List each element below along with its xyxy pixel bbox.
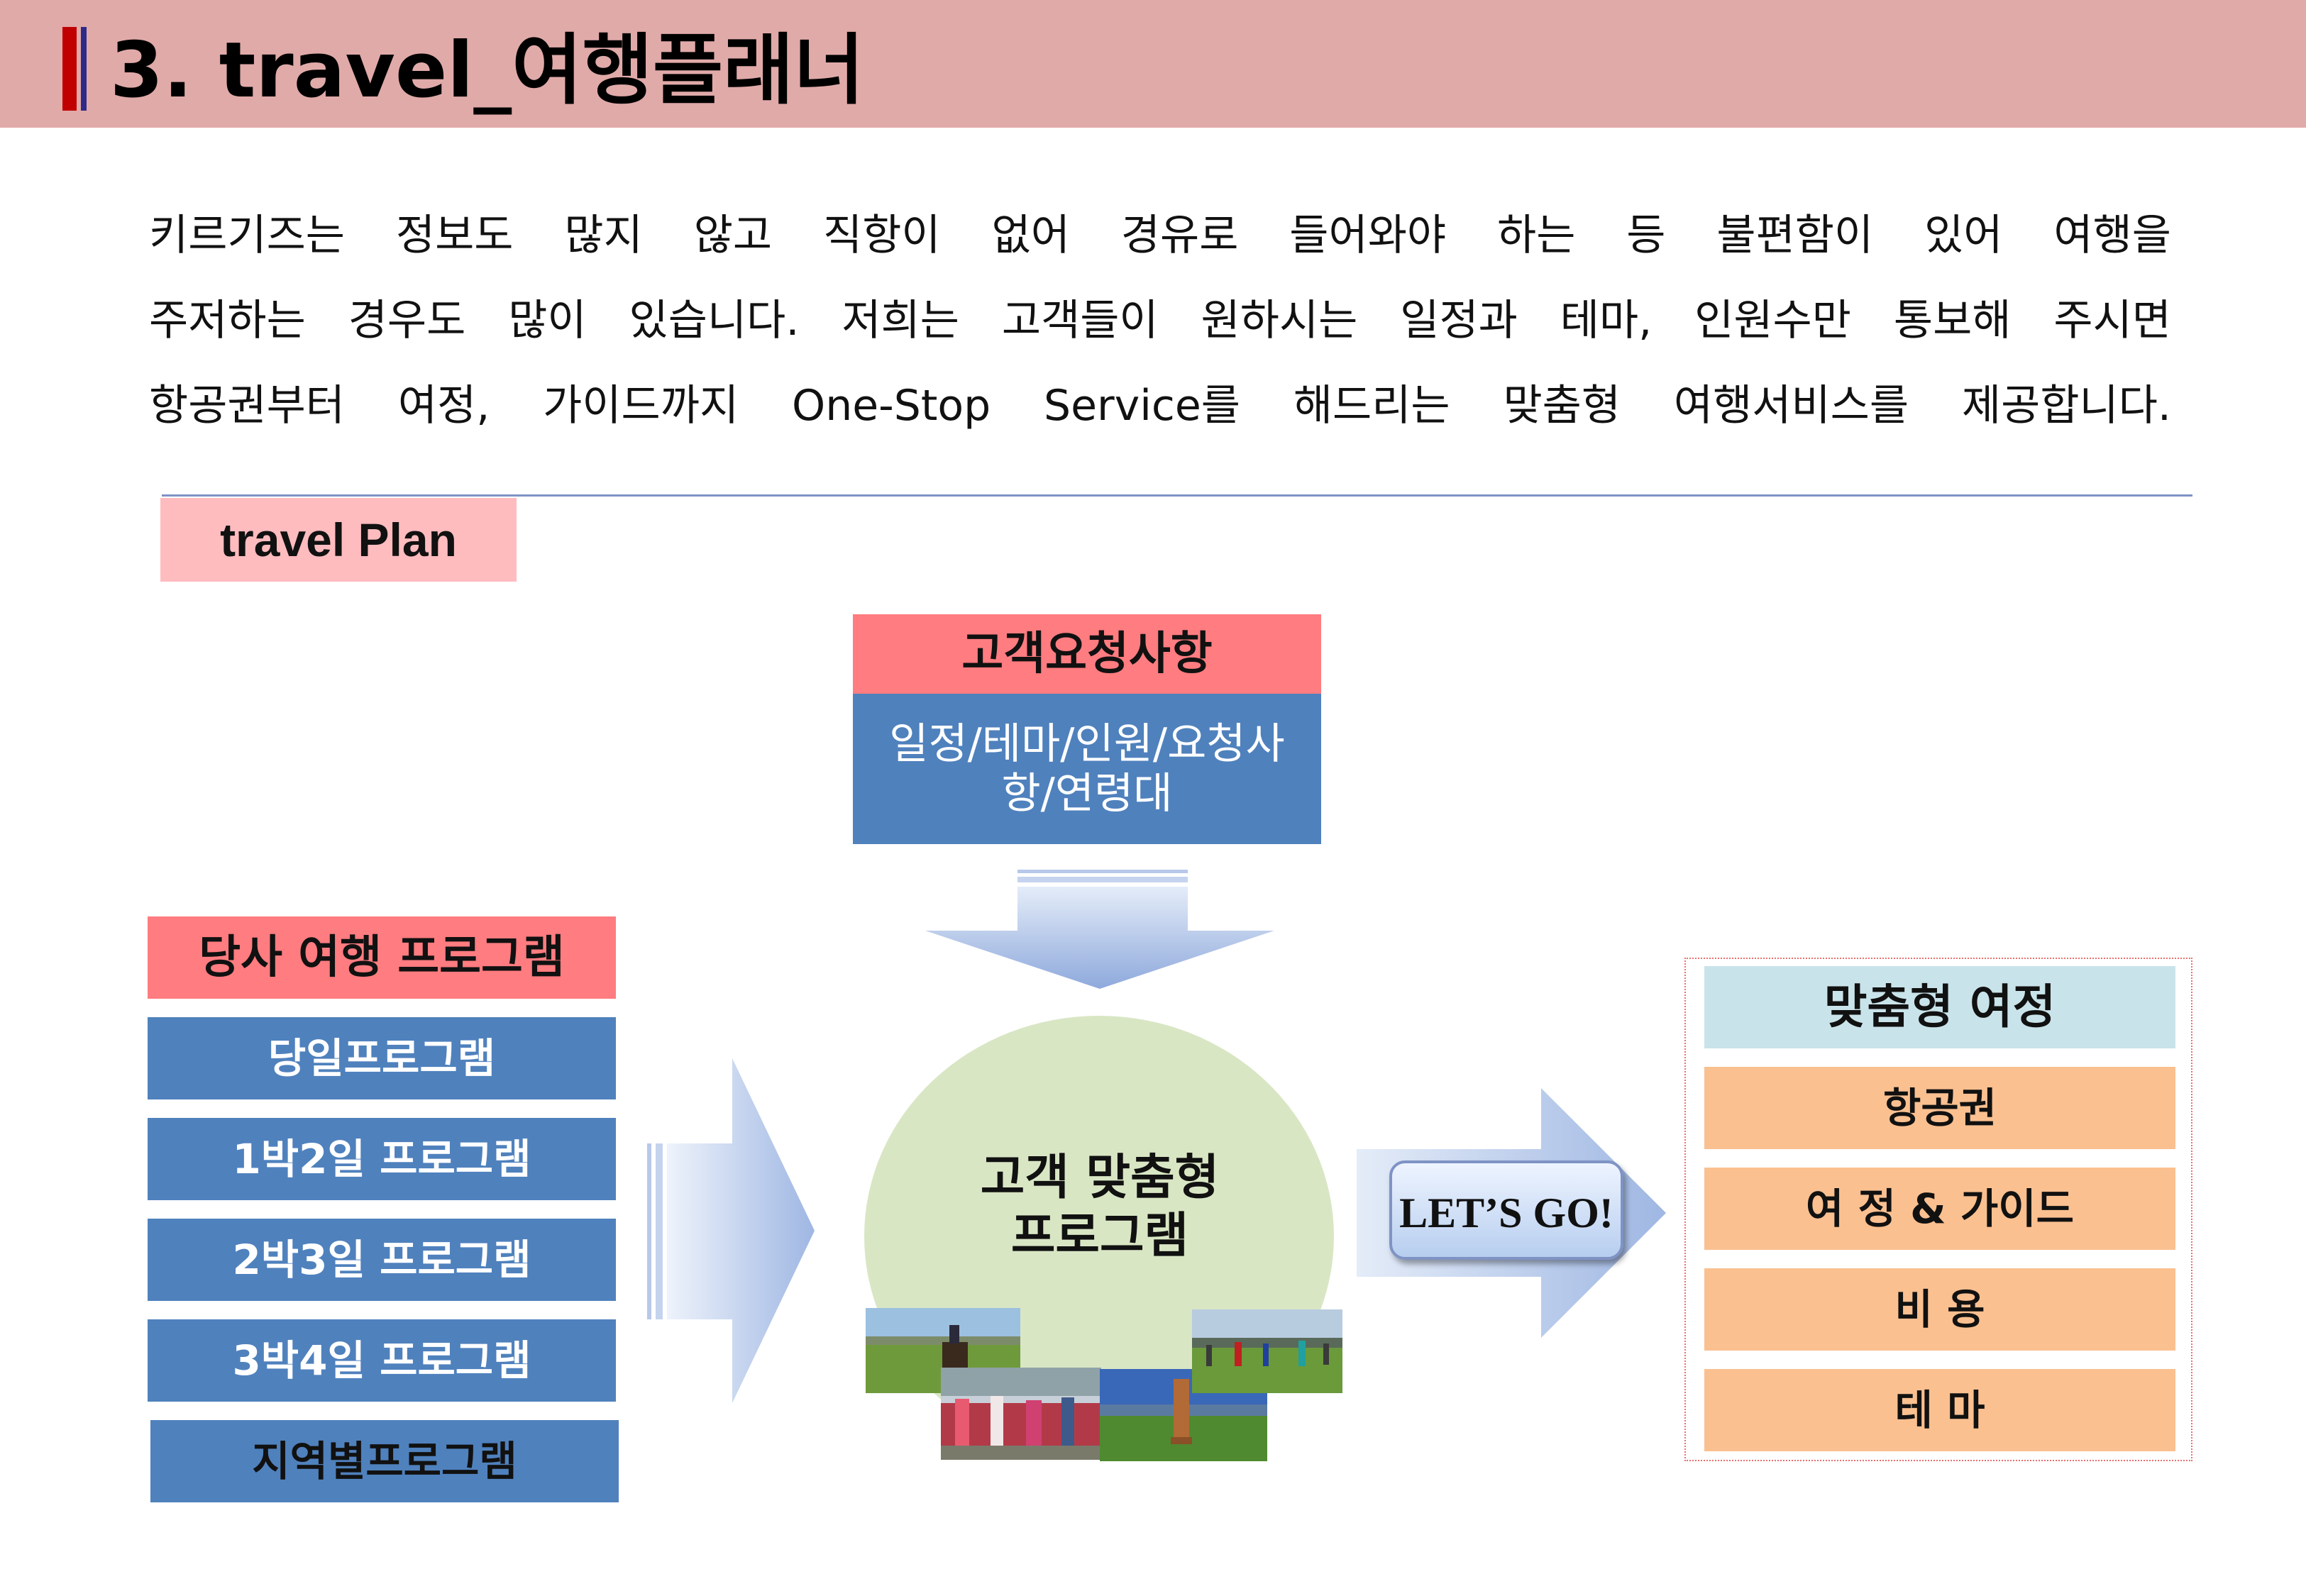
custom-program-label-line-1: 고객 맞춤형 xyxy=(980,1150,1220,1206)
program-item-day[interactable]: 당일프로그램 xyxy=(148,1017,616,1099)
program-item-1n2d[interactable]: 1박2일 프로그램 xyxy=(148,1118,616,1200)
right-arrow-icon xyxy=(647,1058,815,1403)
custom-itinerary-frame xyxy=(1684,958,2192,1461)
down-arrow-icon xyxy=(925,870,1274,989)
custom-item-theme[interactable]: 테 마 xyxy=(1704,1369,2175,1451)
custom-item-cost[interactable]: 비 용 xyxy=(1704,1268,2175,1351)
request-body: 일정/테마/인원/요청사항/연령대 xyxy=(853,694,1321,844)
title-accent-blue xyxy=(81,27,87,111)
title-accent-red xyxy=(62,27,77,111)
custom-program-label-line-2: 프로그램 xyxy=(1010,1208,1189,1264)
request-body-text: 일정/테마/인원/요청사항/연령대 xyxy=(889,719,1285,819)
intro-line-3: 항공권부터 여정, 가이드까지 One-Stop Service를 해드리는 맞… xyxy=(149,381,2171,431)
photo-crowd xyxy=(941,1368,1101,1460)
custom-item-airfare[interactable]: 항공권 xyxy=(1704,1067,2175,1149)
program-item-3n4d[interactable]: 3박4일 프로그램 xyxy=(148,1319,616,1402)
request-header: 고객요청사항 xyxy=(853,614,1321,694)
custom-program-label: 고객 맞춤형 프로그램 xyxy=(922,1149,1277,1265)
section-divider xyxy=(162,494,2192,497)
page-title: 3. travel_여행플래너 xyxy=(110,26,865,115)
program-item-2n3d[interactable]: 2박3일 프로그램 xyxy=(148,1219,616,1301)
section-label: travel Plan xyxy=(160,498,517,582)
header-bar xyxy=(0,0,2306,128)
lets-go-button[interactable]: LET’S GO! xyxy=(1389,1160,1623,1260)
intro-line-1: 키르기즈는 정보도 많지 않고 직항이 없어 경유로 들어와야 하는 등 불편함… xyxy=(149,211,2171,260)
intro-line-2: 주저하는 경우도 많이 있습니다. 저희는 고객들이 원하시는 일정과 테마, … xyxy=(149,296,2171,345)
program-header: 당사 여행 프로그램 xyxy=(148,916,616,999)
custom-itinerary-header: 맞춤형 여정 xyxy=(1704,966,2175,1048)
program-item-regional[interactable]: 지역별프로그램 xyxy=(150,1420,619,1502)
custom-item-itinerary-guide[interactable]: 여 정 & 가이드 xyxy=(1704,1168,2175,1250)
photo-festival xyxy=(1192,1309,1342,1393)
